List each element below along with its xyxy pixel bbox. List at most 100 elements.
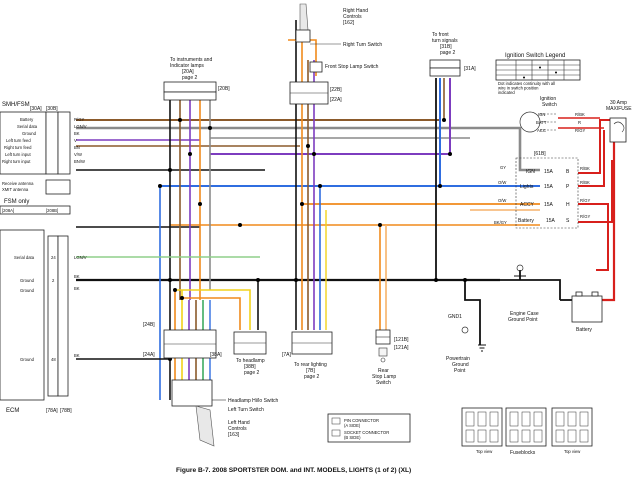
connector-31a-label: [31A] [464, 66, 476, 72]
fuse-accy-amps: 15A [544, 202, 554, 208]
fuse-left-wire-3: O/W [498, 198, 506, 203]
front-stop-switch-symbol [309, 61, 323, 73]
wire-red-4 [578, 160, 613, 223]
fuse-lights-wire: R/BK [580, 180, 590, 185]
ignition-legend-note-1: Dot indicates continuity with all [498, 81, 555, 86]
ecm-body [0, 229, 45, 401]
wire-red-3 [578, 203, 609, 271]
maxifuse-label-2: MAXIFUSE [606, 106, 632, 112]
powertrain-ground-label-2: Ground [452, 362, 469, 368]
ecm-pin-ground-2: Ground [20, 288, 35, 293]
smh-wire-5: BN [74, 145, 80, 150]
pin-connector-label-1: PIN CONNECTOR [344, 418, 379, 423]
top-view-label-1: Top view [476, 449, 493, 454]
ignition-legend-note-3: indicated [498, 90, 515, 95]
conn-24b-label: [24B] [143, 322, 155, 328]
ecm-pin-ground-3: Ground [20, 357, 35, 362]
acc-label: ACC [537, 128, 546, 133]
fuse-ign-code: B [566, 169, 570, 175]
fuse-battery: Battery 15A S R/GY [518, 214, 590, 224]
fuseblocks-label: Fuseblocks [510, 450, 536, 456]
ignition-legend-note-2: wire in switch position [498, 86, 539, 91]
to-rear-lighting-label-3: page 2 [304, 374, 320, 380]
ecm-label: ECM [6, 408, 19, 414]
ecm-wire-1: LGN/V [74, 255, 87, 260]
gnd1-label: GND1 [448, 314, 462, 320]
engine-case-ground: Engine Case Ground Point [508, 264, 539, 323]
ecm-wire-4: BK [74, 353, 80, 358]
rear-stop-lamp-switch: [121B] [121A] Rear Stop Lamp Switch [372, 329, 409, 386]
left-switch-housing [171, 379, 213, 407]
to-headlamp-label-2: [38B] [244, 364, 256, 370]
headlamp-connector: [38A] To headlamp [38B] page 2 [210, 331, 267, 376]
engine-case-ground-label-1: Engine Case [510, 311, 539, 317]
socket-connector-label-1: SOCKET CONNECTOR [344, 430, 389, 435]
fuse-lights-code: P [566, 184, 570, 190]
instruments-connector: To instruments and Indicator lamps [20A]… [163, 57, 230, 101]
wire-lower-yellow-h [175, 289, 251, 330]
smh-pin-receive: Receive antenna [2, 181, 34, 186]
fuse-ign: IGN 15A B R/BK [526, 166, 590, 175]
conn-38a-label: [38A] [210, 352, 222, 358]
wire-gray-main [76, 126, 540, 172]
rear-stop-label-2: Stop Lamp [372, 374, 396, 380]
to-headlamp-label-3: page 2 [244, 370, 260, 376]
ignition-legend-title: Ignition Switch Legend [505, 53, 565, 59]
wire-gnd1 [464, 280, 481, 345]
smh-title: SMH/FSM [2, 102, 30, 108]
rear-stop-label-3: Switch [376, 380, 391, 386]
rear-lighting-connector: [7A] To rear lighting [7B] page 2 [282, 331, 333, 380]
to-headlamp-label-1: To headlamp [236, 358, 265, 364]
ecm-module: ECM [78A] [78B] Serial data Ground Groun… [0, 229, 87, 414]
ign-wire-label: R/BK [575, 112, 585, 117]
ecm-wire-2: BK [74, 274, 80, 279]
ignition-switch: Ignition Switch IGN BATT ACC R/BK R R/GY [519, 96, 585, 133]
top-view-label-2: Top view [564, 449, 581, 454]
ignition-switch-label-1: Ignition [540, 96, 556, 102]
wire-red-1 [578, 119, 610, 174]
smh-wire-4: V [74, 138, 77, 143]
smh-pin-labels: Battery Serial data Ground Left turn fee… [2, 117, 38, 164]
rear-stop-label-1: Rear [378, 368, 389, 374]
maxifuse: 30 Amp MAXIFUSE [606, 100, 632, 143]
fuse-lights: Lights 15A P R/BK [520, 180, 590, 190]
powertrain-ground: GND1 Powertrain Ground Point [446, 314, 486, 374]
fsm-conn-a: [208A] [2, 208, 14, 213]
right-hand-controls-label-1: Right Hand [343, 8, 368, 14]
fuse-battery-amps: 15A [546, 218, 556, 224]
smh-wire-2: LGN/V [74, 124, 87, 129]
left-hand-controls-label-2: Controls [228, 426, 247, 432]
smh-pin-right-turn-feed: Right turn feed [4, 145, 32, 150]
fuse-block-label: [61B] [534, 151, 546, 157]
acc-wire-label: R/GY [575, 128, 585, 133]
fuse-ign-name: IGN [526, 169, 535, 175]
conn-121b-label: [121B] [394, 337, 409, 343]
smh-conn-a: [30A] [30, 106, 42, 112]
socket-connector-label-2: (B SIDE) [344, 435, 361, 440]
conn-7a-label: [7A] [282, 352, 292, 358]
wire-red-2 [578, 130, 605, 187]
ecm-conn-b: [78B] [60, 408, 72, 414]
ecm-pin-serial: Serial data [14, 255, 35, 260]
fuse-block: [61B] IGN 15A B R/BK Lights 15A P R/BK A… [494, 151, 590, 229]
battery-label: Battery [576, 327, 592, 333]
conn-24a-label: [24A] [143, 352, 155, 358]
ignition-switch-label-2: Switch [542, 102, 557, 108]
fuse-battery-code: S [566, 218, 570, 224]
engine-case-ground-label-2: Ground Point [508, 317, 538, 323]
smh-wire-1: R/GY [74, 117, 84, 122]
front-turn-label-4: page 2 [440, 50, 456, 56]
smh-wire-3: BK [74, 131, 80, 136]
smh-pin-serial: Serial data [17, 124, 38, 129]
instruments-label-4: page 2 [182, 75, 198, 81]
instruments-label-3: [20A] [182, 69, 194, 75]
junction-nodes [158, 118, 467, 361]
battery-body [571, 295, 603, 323]
wire-lower-orange-h [182, 297, 241, 330]
smh-wire-7: BN/W [74, 159, 85, 164]
fuse-left-wire-1: GY [500, 165, 506, 170]
fuse-ign-wire: R/BK [580, 166, 590, 171]
ecm-pin-num-24: 24 [51, 255, 56, 260]
smh-wire-6: V/W [74, 152, 82, 157]
